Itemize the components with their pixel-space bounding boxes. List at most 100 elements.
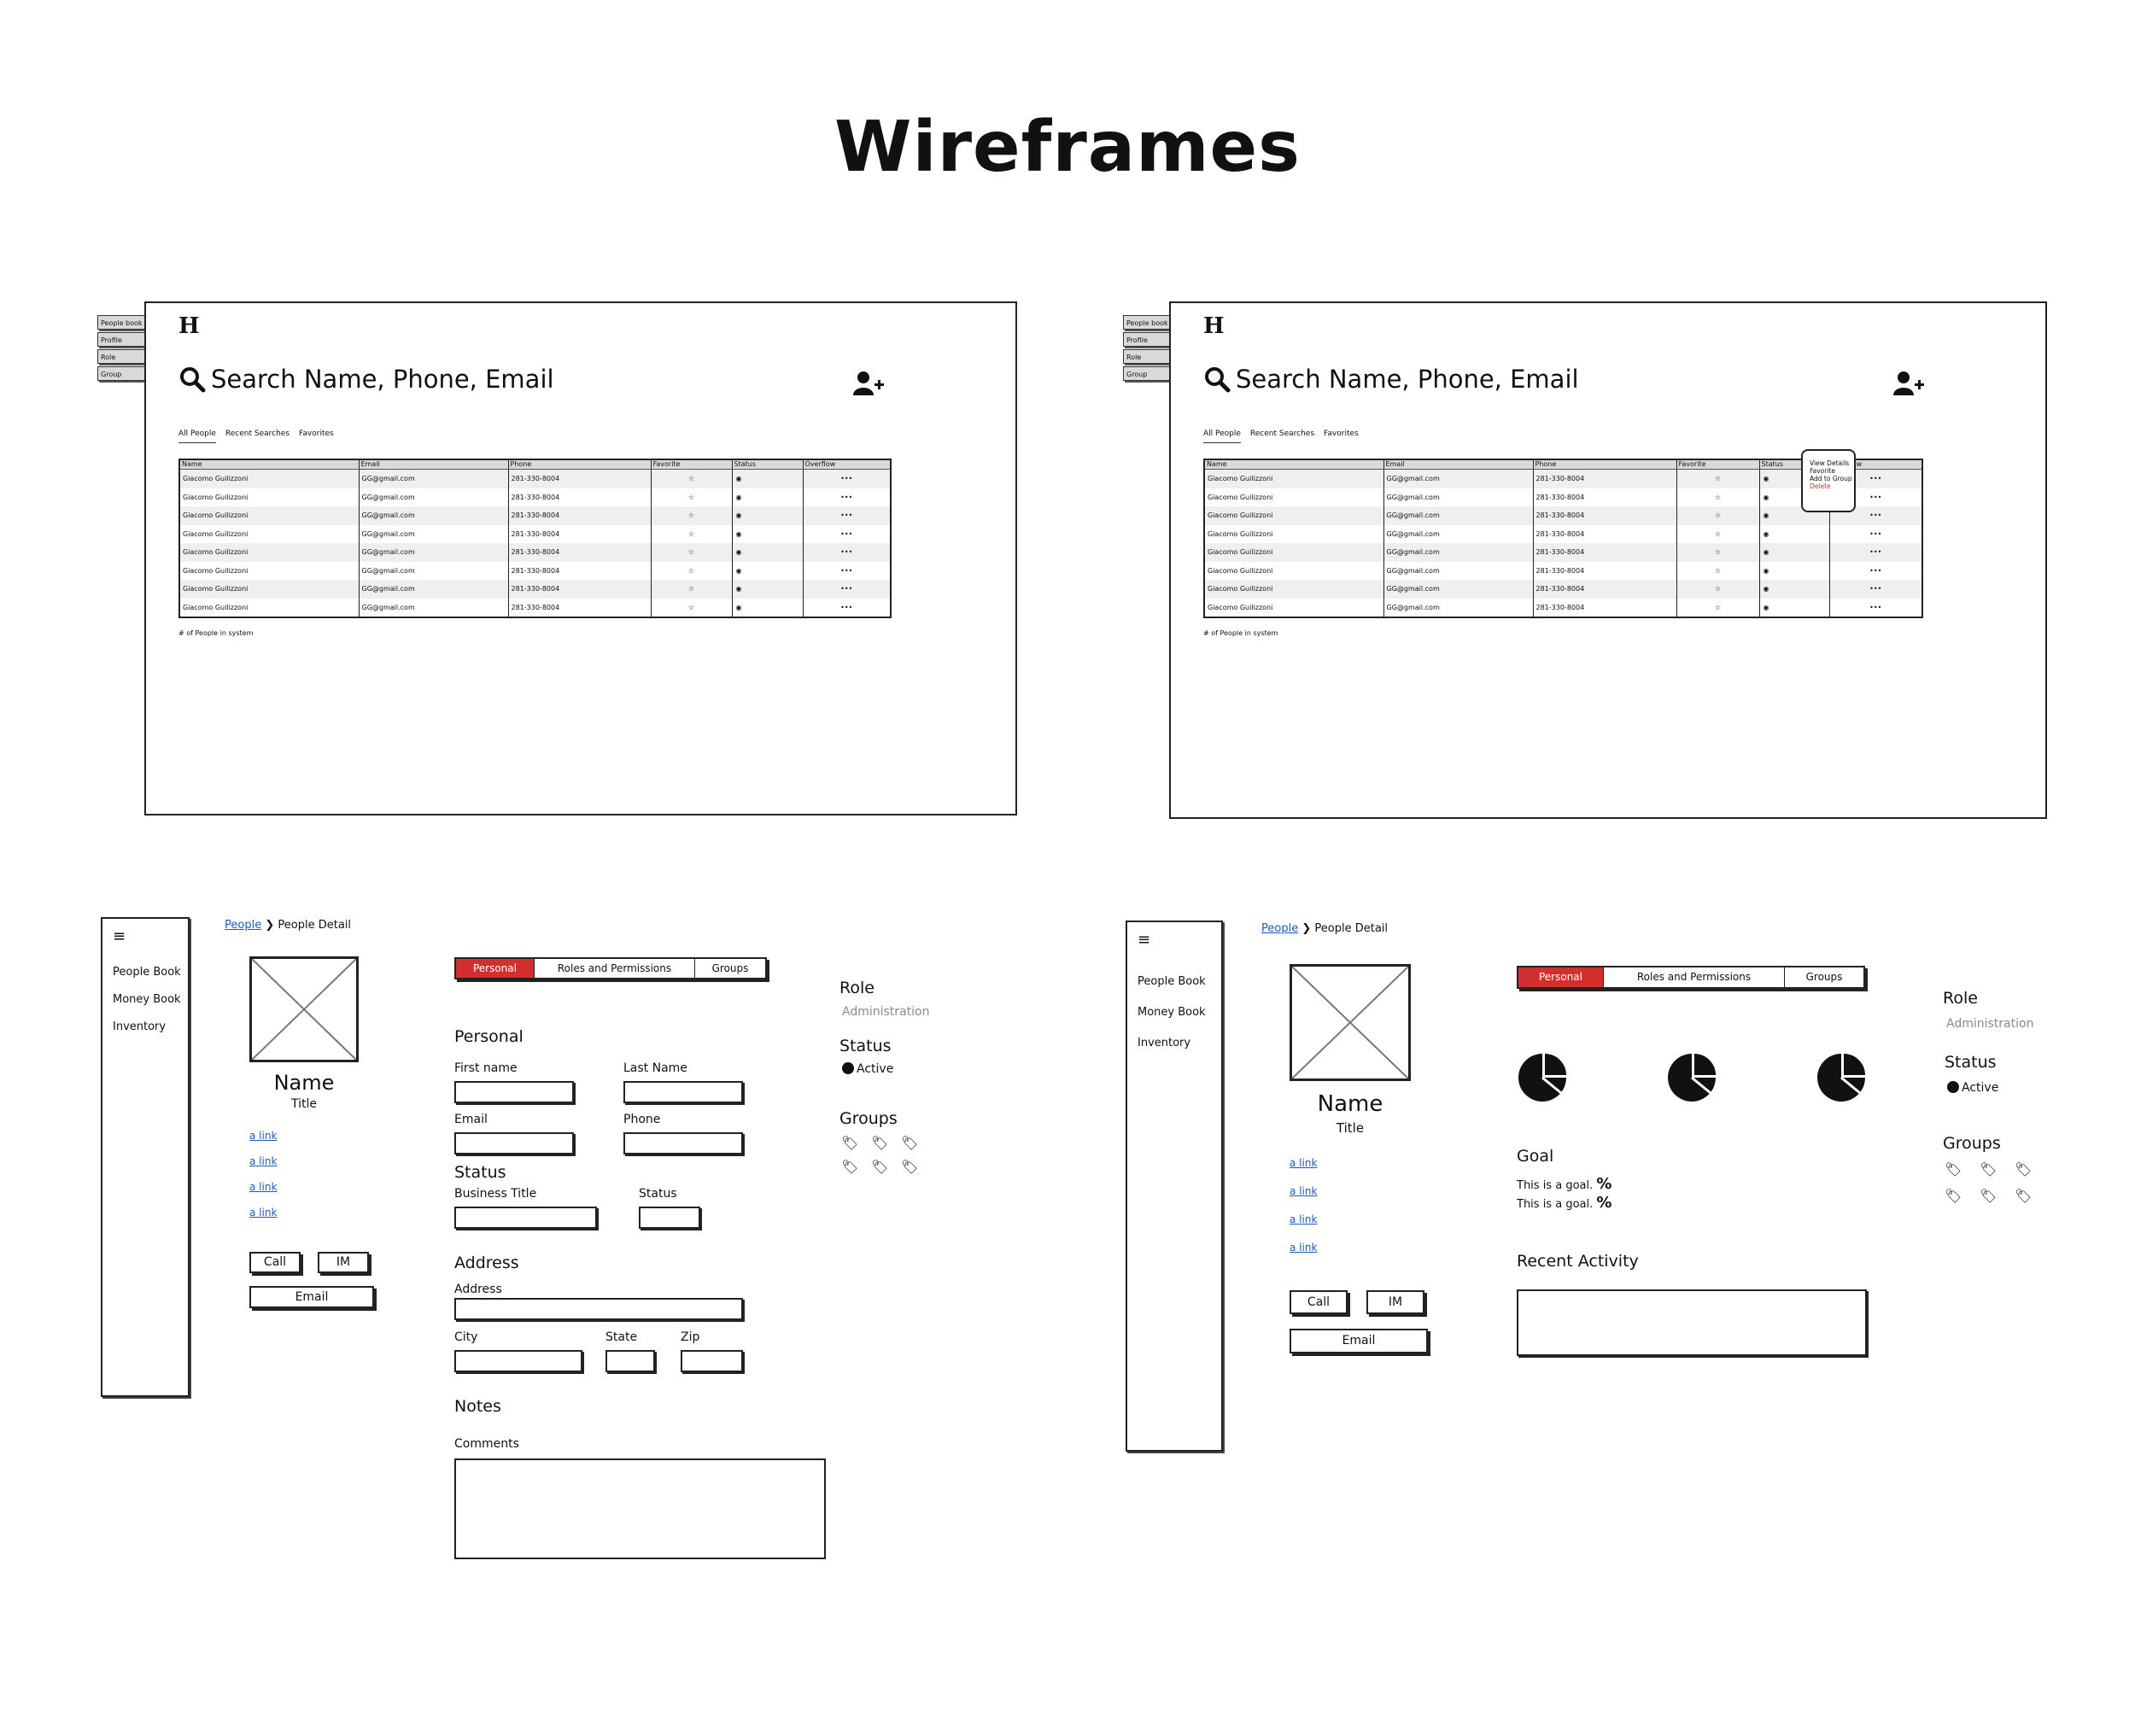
im-button[interactable]: IM — [1366, 1290, 1424, 1314]
tab-groups[interactable]: Groups — [711, 962, 749, 974]
col-favorite[interactable]: Favorite — [651, 459, 733, 470]
tab-favorites[interactable]: Favorites — [299, 430, 334, 438]
email-button[interactable]: Email — [1290, 1329, 1428, 1353]
star-icon[interactable]: ☆ — [1676, 488, 1760, 506]
star-icon[interactable]: ☆ — [651, 561, 733, 580]
nav-people-book[interactable]: People Book — [113, 966, 181, 979]
star-icon[interactable]: ☆ — [651, 524, 733, 543]
search-bar[interactable]: Search Name, Phone, Email — [1203, 365, 1579, 394]
phone-field[interactable] — [623, 1132, 743, 1154]
star-icon[interactable]: ☆ — [1676, 580, 1760, 599]
profile-link[interactable]: a link — [1290, 1213, 1318, 1225]
add-user-icon[interactable] — [1892, 370, 1926, 397]
nav-inventory[interactable]: Inventory — [113, 1020, 167, 1033]
sidetab-profile[interactable]: Profile — [1123, 332, 1171, 347]
profile-link[interactable]: a link — [1290, 1242, 1318, 1254]
profile-link[interactable]: a link — [249, 1181, 278, 1193]
col-name[interactable]: Name — [179, 459, 360, 470]
overflow-menu-icon[interactable]: ••• — [803, 488, 892, 506]
col-status[interactable]: Status — [732, 459, 804, 470]
tab-groups[interactable]: Groups — [1805, 971, 1843, 983]
overflow-menu-icon[interactable]: ••• — [803, 598, 892, 617]
state-field[interactable] — [605, 1350, 655, 1372]
nav-money-book[interactable]: Money Book — [113, 993, 181, 1006]
overflow-menu-icon[interactable]: ••• — [1829, 598, 1923, 617]
zip-field[interactable] — [681, 1350, 743, 1372]
profile-link[interactable]: a link — [249, 1207, 278, 1219]
star-icon[interactable]: ☆ — [651, 469, 733, 488]
call-button[interactable]: Call — [1290, 1290, 1348, 1314]
nav-money-book[interactable]: Money Book — [1138, 1006, 1206, 1019]
business-title-field[interactable] — [454, 1207, 597, 1229]
tab-recent-searches[interactable]: Recent Searches — [225, 430, 290, 438]
overflow-menu-icon[interactable]: ••• — [1829, 543, 1923, 562]
col-email[interactable]: Email — [1383, 459, 1534, 470]
last-name-field[interactable] — [623, 1081, 743, 1103]
overflow-menu-icon[interactable]: ••• — [1829, 580, 1923, 599]
star-icon[interactable]: ☆ — [1676, 543, 1760, 562]
overflow-menu-icon[interactable]: ••• — [803, 543, 892, 562]
nav-people-book[interactable]: People Book — [1138, 975, 1206, 988]
tab-favorites[interactable]: Favorites — [1324, 430, 1359, 438]
tab-all-people[interactable]: All People — [1203, 430, 1241, 443]
nav-inventory[interactable]: Inventory — [1138, 1037, 1191, 1049]
sidetab-group[interactable]: Group — [1123, 366, 1171, 381]
search-bar[interactable]: Search Name, Phone, Email — [178, 365, 554, 394]
comments-field[interactable] — [454, 1458, 826, 1559]
call-button[interactable]: Call — [249, 1252, 301, 1273]
overflow-menu-icon[interactable]: ••• — [803, 561, 892, 580]
menu-view-details[interactable]: View Details — [1810, 459, 1850, 467]
profile-link[interactable]: a link — [249, 1130, 278, 1142]
tab-personal[interactable]: Personal — [456, 959, 535, 978]
star-icon[interactable]: ☆ — [1676, 524, 1760, 543]
first-name-field[interactable] — [454, 1081, 574, 1103]
sidetab-role[interactable]: Role — [1123, 349, 1171, 364]
im-button[interactable]: IM — [318, 1252, 369, 1273]
col-phone[interactable]: Phone — [508, 459, 652, 470]
overflow-menu-icon[interactable]: ••• — [803, 506, 892, 525]
col-overflow[interactable]: Overflow — [803, 459, 892, 470]
sidetab-group[interactable]: Group — [97, 366, 145, 381]
star-icon[interactable]: ☆ — [1676, 561, 1760, 580]
star-icon[interactable]: ☆ — [651, 598, 733, 617]
email-field[interactable] — [454, 1132, 574, 1154]
tab-personal[interactable]: Personal — [1518, 967, 1604, 987]
overflow-menu-icon[interactable]: ••• — [1829, 561, 1923, 580]
col-favorite[interactable]: Favorite — [1676, 459, 1760, 470]
overflow-menu-icon[interactable]: ••• — [803, 580, 892, 599]
sidetab-people-book[interactable]: People book — [97, 315, 145, 330]
star-icon[interactable]: ☆ — [651, 543, 733, 562]
tab-roles-permissions[interactable]: Roles and Permissions — [535, 959, 695, 978]
star-icon[interactable]: ☆ — [1676, 598, 1760, 617]
star-icon[interactable]: ☆ — [1676, 469, 1760, 488]
sidetab-people-book[interactable]: People book — [1123, 315, 1171, 330]
sidetab-role[interactable]: Role — [97, 349, 145, 364]
tab-roles-permissions[interactable]: Roles and Permissions — [1604, 967, 1785, 987]
star-icon[interactable]: ☆ — [651, 488, 733, 506]
star-icon[interactable]: ☆ — [651, 580, 733, 599]
menu-add-to-group[interactable]: Add to Group — [1810, 475, 1852, 482]
hamburger-icon[interactable]: ≡ — [1138, 931, 1151, 949]
city-field[interactable] — [454, 1350, 582, 1372]
hamburger-icon[interactable]: ≡ — [113, 927, 126, 945]
add-user-icon[interactable] — [851, 370, 886, 397]
menu-delete[interactable]: Delete — [1810, 482, 1831, 490]
overflow-menu-icon[interactable]: ••• — [803, 469, 892, 488]
tab-all-people[interactable]: All People — [178, 430, 216, 443]
profile-link[interactable]: a link — [1290, 1185, 1318, 1197]
address-field[interactable] — [454, 1298, 743, 1320]
